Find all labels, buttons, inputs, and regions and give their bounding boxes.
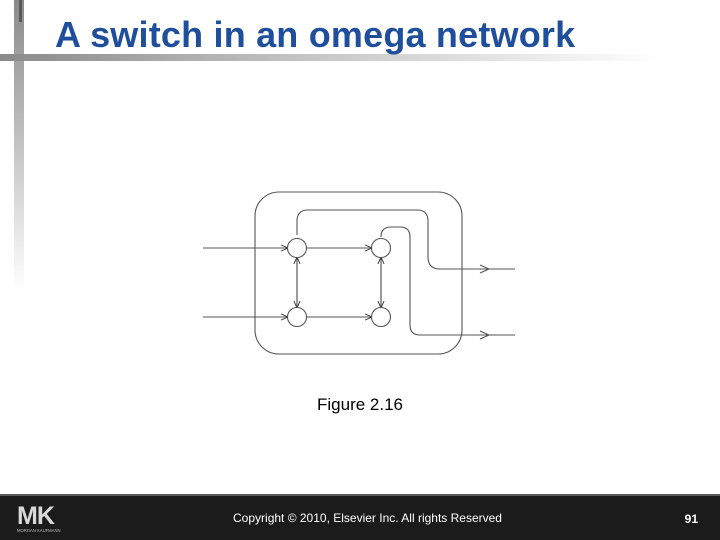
left-accent-bar bbox=[14, 0, 24, 290]
omega-switch-diagram bbox=[203, 191, 515, 355]
slide-title: A switch in an omega network bbox=[55, 14, 576, 55]
switch-node-top-left bbox=[286, 237, 308, 259]
output-arrow-bottom bbox=[479, 330, 491, 340]
switch-node-top-right bbox=[370, 237, 392, 259]
switch-outer-box bbox=[254, 191, 463, 355]
switch-node-bottom-left bbox=[286, 306, 308, 328]
footer-bar: MK MORGAN KAUFMANN Copyright © 2010, Els… bbox=[0, 494, 720, 540]
copyright-text: Copyright © 2010, Elsevier Inc. All righ… bbox=[233, 511, 502, 525]
top-loop-path bbox=[296, 209, 482, 270]
left-accent-bar-top bbox=[19, 0, 22, 22]
svg-text:MK: MK bbox=[17, 502, 55, 530]
inner-loop-path bbox=[380, 226, 482, 336]
output-arrow-top bbox=[479, 264, 491, 274]
svg-text:MORGAN KAUFMANN: MORGAN KAUFMANN bbox=[17, 528, 61, 533]
slide-number: 91 bbox=[684, 512, 698, 526]
title-underline-bar bbox=[0, 54, 660, 61]
figure-caption: Figure 2.16 bbox=[317, 395, 403, 414]
morgan-kaufmann-logo: MK MORGAN KAUFMANN bbox=[17, 502, 61, 533]
switch-node-bottom-right bbox=[370, 306, 392, 328]
